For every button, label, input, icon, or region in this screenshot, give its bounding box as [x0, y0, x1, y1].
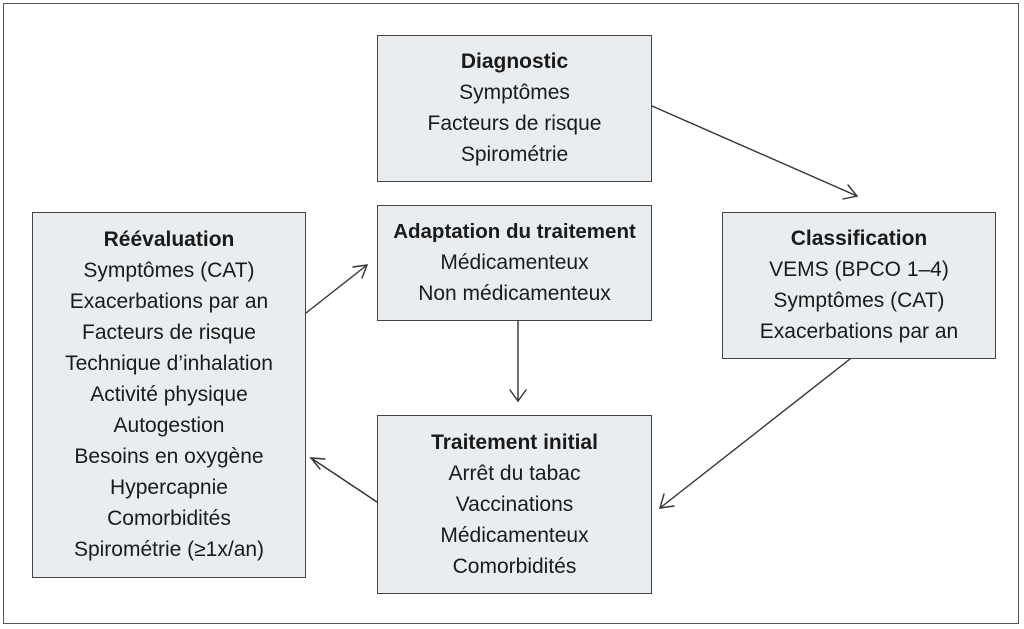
- traitement-initial-item: Arrêt du tabac: [448, 461, 581, 485]
- reevaluation-item: Hypercapnie: [110, 476, 228, 499]
- diagnostic-item: Symptômes: [459, 81, 570, 104]
- adaptation-item: Médicamenteux: [440, 251, 589, 274]
- traitement-initial-title: Traitement initial: [431, 430, 598, 454]
- reevaluation-item: Technique d’inhalation: [65, 352, 273, 375]
- reevaluation-item: Autogestion: [113, 414, 225, 437]
- classification-box: Classification VEMS (BPCO 1–4) Symptômes…: [722, 212, 996, 359]
- diagnostic-title: Diagnostic: [460, 50, 569, 73]
- classification-title: Classification: [790, 227, 928, 250]
- reevaluation-item: Facteurs de risque: [82, 321, 256, 344]
- adaptation-item: Non médicamenteux: [418, 282, 611, 305]
- reevaluation-item: Besoins en oxygène: [74, 445, 264, 468]
- diagram-frame: [3, 3, 1019, 624]
- adaptation-box: Adaptation du traitement Médicamenteux N…: [377, 205, 652, 321]
- adaptation-title: Adaptation du traitement: [393, 220, 636, 243]
- reevaluation-item: Activité physique: [90, 383, 248, 406]
- diagnostic-item: Facteurs de risque: [427, 112, 602, 135]
- reevaluation-item: Spirométrie (≥1x/an): [73, 538, 265, 561]
- reevaluation-item: Symptômes (CAT): [83, 259, 255, 282]
- classification-item: Exacerbations par an: [759, 320, 959, 343]
- diagnostic-item: Spirométrie: [460, 143, 569, 166]
- classification-item: VEMS (BPCO 1–4): [769, 258, 949, 281]
- reevaluation-item: Comorbidités: [107, 507, 231, 530]
- traitement-initial-item: Comorbidités: [452, 554, 577, 578]
- traitement-initial-box: Traitement initial Arrêt du tabac Vaccin…: [377, 415, 652, 594]
- reevaluation-title: Réévaluation: [103, 228, 235, 251]
- classification-item: Symptômes (CAT): [773, 289, 945, 312]
- reevaluation-item: Exacerbations par an: [69, 290, 269, 313]
- traitement-initial-item: Médicamenteux: [440, 523, 589, 547]
- reevaluation-box: Réévaluation Symptômes (CAT) Exacerbatio…: [32, 212, 306, 578]
- traitement-initial-item: Vaccinations: [455, 492, 574, 516]
- diagnostic-box: Diagnostic Symptômes Facteurs de risque …: [377, 35, 652, 182]
